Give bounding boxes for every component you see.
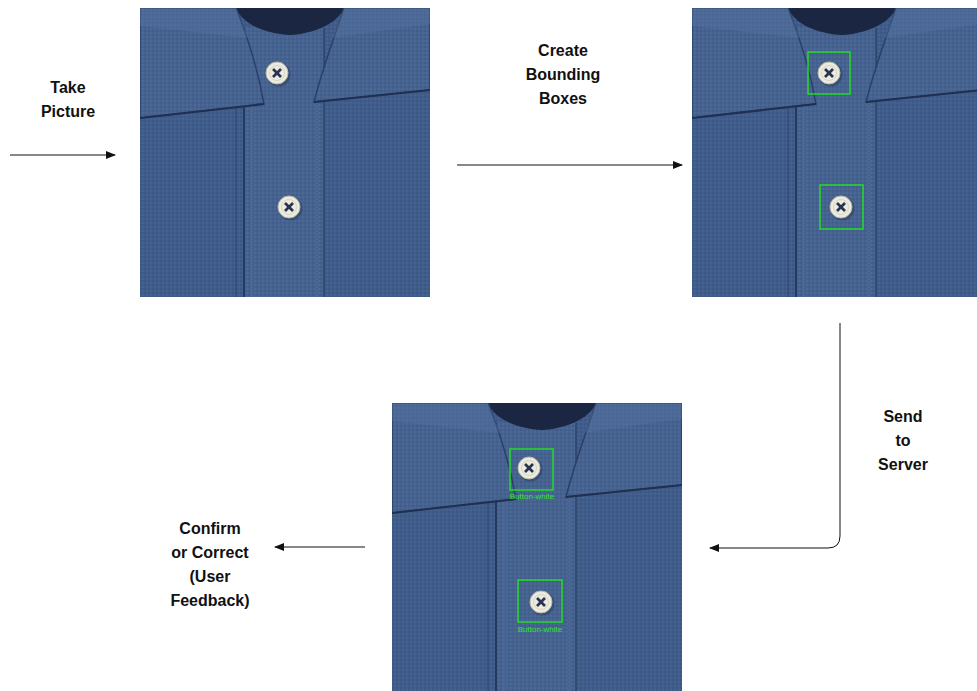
shirt-image bbox=[392, 403, 682, 691]
detection-label: Button-white bbox=[518, 625, 562, 635]
shirt-image bbox=[692, 8, 977, 297]
step-label: Confirm or Correct (User Feedback) bbox=[170, 517, 249, 613]
detection-label: Button-white bbox=[510, 492, 554, 502]
shirt-photo bbox=[692, 8, 977, 297]
flow-arrow bbox=[457, 165, 682, 166]
step-label: Take Picture bbox=[41, 76, 95, 124]
shirt-image bbox=[140, 8, 430, 297]
shirt-photo bbox=[392, 403, 682, 691]
flow-arrow bbox=[710, 323, 840, 548]
step-label: Send to Server bbox=[878, 405, 928, 477]
flow-arrow bbox=[10, 155, 115, 156]
bounding-box bbox=[820, 185, 863, 229]
bounding-box bbox=[510, 449, 553, 490]
step-label: Create Bounding Boxes bbox=[526, 39, 601, 111]
flow-arrow bbox=[275, 547, 365, 548]
bounding-box bbox=[518, 580, 562, 622]
bounding-box bbox=[808, 52, 850, 94]
shirt-photo bbox=[140, 8, 430, 297]
